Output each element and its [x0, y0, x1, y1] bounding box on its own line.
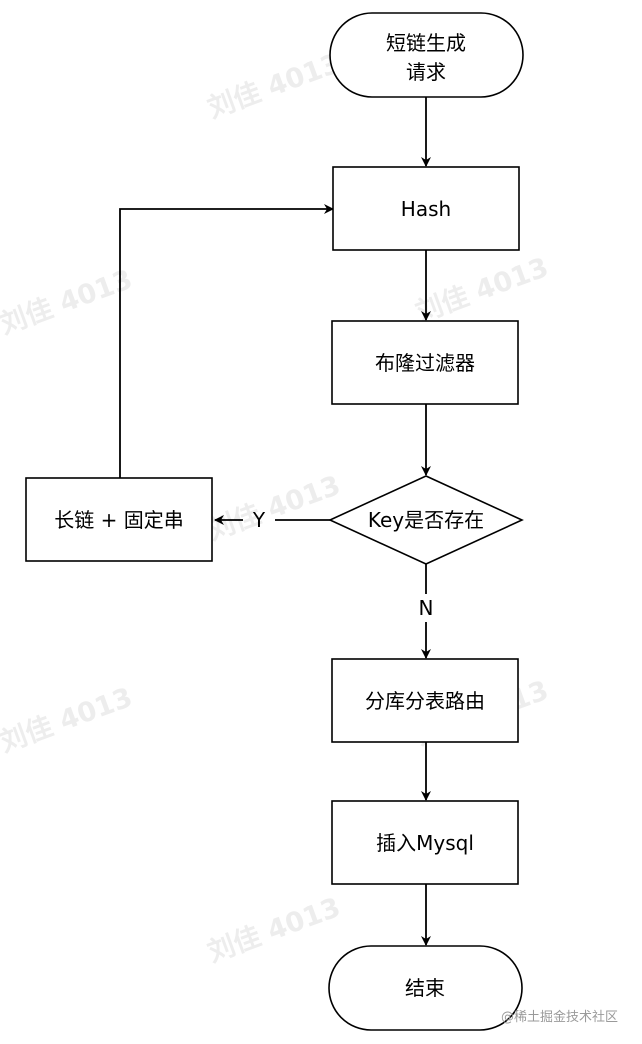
watermark-7: 刘佳 4013: [204, 892, 345, 969]
shard-routing-node: 分库分表路由: [331, 658, 519, 743]
hash-node: Hash: [332, 166, 520, 251]
corner-credit: @稀土掘金技术社区: [501, 1009, 618, 1025]
hash-node-label: Hash: [401, 197, 451, 221]
append-suffix-node-label: 长链 + 固定串: [54, 508, 183, 532]
node-layer: 短链生成 请求 Hash 布隆过滤器 Key是否存在 长链 + 固定串 分库分表…: [25, 12, 524, 1031]
watermark-1: 刘佳 4013: [204, 48, 345, 125]
key-exists-decision: Key是否存在: [328, 475, 524, 565]
edge-suffix-loop-back-to-hash: [119, 204, 334, 478]
edge-label-no: N: [419, 596, 434, 620]
end-node-label: 结束: [405, 976, 445, 1000]
watermark-3: 刘佳 4013: [412, 252, 553, 329]
watermark-5: 刘佳 4013: [0, 682, 137, 759]
edge-label-yes: Y: [252, 508, 266, 532]
key-exists-decision-label: Key是否存在: [368, 508, 484, 532]
append-suffix-node: 长链 + 固定串: [25, 477, 213, 562]
insert-mysql-node: 插入Mysql: [331, 800, 519, 885]
start-node-line-1: 短链生成: [386, 31, 466, 55]
shard-routing-node-label: 分库分表路由: [365, 689, 485, 713]
insert-mysql-node-label: 插入Mysql: [376, 831, 474, 855]
bloom-filter-node-label: 布隆过滤器: [375, 351, 475, 375]
watermark-4: 刘佳 4013: [204, 470, 345, 547]
bloom-filter-node: 布隆过滤器: [331, 320, 519, 405]
start-node: 短链生成 请求: [329, 12, 524, 98]
start-node-line-2: 请求: [406, 60, 446, 84]
end-node: 结束: [328, 945, 523, 1031]
edge-layer: Y N: [119, 97, 434, 946]
watermark-2: 刘佳 4013: [0, 264, 137, 341]
